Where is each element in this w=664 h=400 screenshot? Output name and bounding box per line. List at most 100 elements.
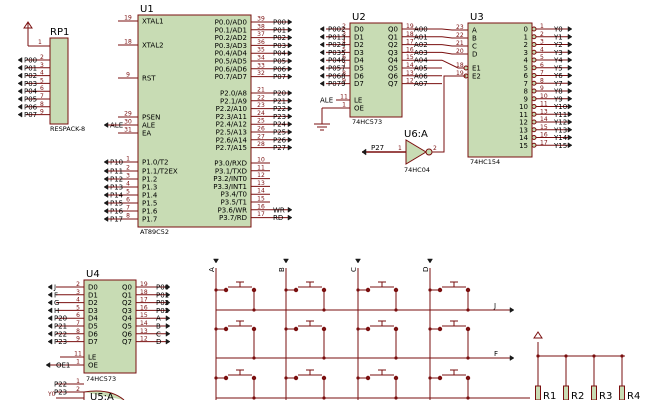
u1-right-net-label: P04 <box>273 50 287 58</box>
u1-right-pin-number: 13 <box>257 180 265 187</box>
u6a-title: U6:A <box>404 129 428 140</box>
u1-right-pin-name: P3.6/WR <box>218 206 248 214</box>
u1-left-pin-name: EA <box>142 130 151 138</box>
u3-output-bubble <box>531 26 537 32</box>
u1-right-pin-number: 33 <box>257 62 265 69</box>
u1-right-net-label: P01 <box>273 26 286 34</box>
u3-left-pin-number: 19 <box>456 70 464 77</box>
u1-right-pin-number: 39 <box>257 16 265 23</box>
rp1-net-label: P01 <box>24 64 37 72</box>
u2-left-net-label: P057 <box>328 65 346 73</box>
u1-right-pin-number: 11 <box>257 164 265 171</box>
u4-right-pin-number: 12 <box>140 336 148 343</box>
junction-dot <box>592 354 596 358</box>
u2-left-terminal-icon <box>319 41 325 48</box>
u2-left-pin-name: D2 <box>354 41 364 49</box>
u3-output-bubble <box>531 96 537 102</box>
u5a-title: U5:A <box>90 392 114 400</box>
u3-left-pin-number: 22 <box>456 32 464 39</box>
u3-right-net-label: Y0 <box>553 26 563 34</box>
u4-subtitle: 74HC573 <box>86 375 116 383</box>
keypad-column-terminal-icon <box>283 258 289 264</box>
u3-right-pin-number: 4 <box>540 46 544 53</box>
resistor-label: R3 <box>599 391 612 400</box>
u1-right-pin-name: P3.1/TXD <box>215 167 247 175</box>
key-contact-left <box>365 375 371 381</box>
u2-left-pin-name: D7 <box>354 80 364 88</box>
u3-left-pin-number: 18 <box>456 62 464 69</box>
key-contact-left <box>293 375 299 381</box>
u4-left-net-label: F <box>54 291 58 299</box>
resistor-label: R1 <box>543 391 556 400</box>
keypad-row-label: J <box>493 302 496 310</box>
u2-left-terminal-icon <box>319 57 325 64</box>
u1-left-terminal-icon <box>103 192 109 198</box>
u1-right-net-label: P23 <box>273 113 286 121</box>
u4-left-pin-number: 2 <box>76 281 80 288</box>
u3-subtitle: 74HC154 <box>470 158 500 166</box>
u1-left-pin-name: P1.4 <box>142 192 158 200</box>
u1-left-pin-name: P1.0/T2 <box>142 159 168 167</box>
inverter-body <box>405 139 427 165</box>
u2-right-pin-name: Q0 <box>388 26 398 34</box>
u2-le-pin: 11 <box>340 94 348 101</box>
u1-right-net-label: P03 <box>273 42 286 50</box>
junction-dot <box>394 356 398 360</box>
key-contact-left <box>223 326 229 332</box>
u4-right-net-label: P01 <box>156 291 169 299</box>
u1-right-pin-name: P0.0/AD0 <box>215 19 247 27</box>
keypad-column-terminal-icon <box>427 258 433 264</box>
u1-left-pin-name: P1.5 <box>142 200 157 208</box>
u6a-inverter[interactable]: U6:A 74HC04 1 2 P27 <box>361 75 466 174</box>
u1-left-pin-number: 9 <box>126 72 130 79</box>
u1-left-pin-number: 7 <box>126 205 130 212</box>
junction-dot <box>322 356 326 360</box>
u1-right-pin-name: P0.3/AD3 <box>215 42 247 50</box>
u3-right-terminal-icon <box>567 88 573 94</box>
u2-right-pin-number: 17 <box>406 39 414 46</box>
u5a-gate[interactable]: U5:A Y0 <box>47 390 125 400</box>
u3-right-net-label: Y9 <box>553 95 563 103</box>
u3-right-pin-number: 5 <box>540 54 544 61</box>
u1-right-net-label: P26 <box>273 136 287 144</box>
u1-right-pin-number: 26 <box>257 126 265 133</box>
u3-right-net-label: Y8 <box>553 88 563 96</box>
rp1-net-terminal-icon <box>17 103 23 110</box>
u4-left-pin-name: D0 <box>88 284 98 292</box>
rp1[interactable]: RP1 RESPACK-8 1 2P003P014P025P036P047P05… <box>17 21 85 133</box>
u3-right-pin-number: 17 <box>540 139 548 146</box>
key-contact-left <box>437 287 443 293</box>
u3-right-pin-index: 10 <box>519 103 528 111</box>
u1-right-pin-name: P2.5/A13 <box>216 129 247 137</box>
key-plunger <box>228 369 252 376</box>
u4-right-pin-number: 17 <box>140 297 148 304</box>
u2-right-net-label: A00 <box>414 26 428 34</box>
u3-right-pin-index: 15 <box>519 142 528 150</box>
u1-right-pin-number: 28 <box>257 141 265 148</box>
u1-right-net-label: WR <box>273 206 285 214</box>
u2-left-pin-number: 4 <box>342 39 346 46</box>
u3-right-terminal-icon <box>567 49 573 56</box>
u2-right-pin-name: Q6 <box>388 72 399 80</box>
u2-left-pin-name: D1 <box>354 33 364 41</box>
u4-right-pin-number: 19 <box>140 281 148 288</box>
u4-left-pin-number: 5 <box>76 304 80 311</box>
u4-left-terminal-icon <box>47 315 53 322</box>
u3-left-pin-name: C <box>472 43 477 51</box>
u2-left-net-label: P068 <box>328 72 346 80</box>
u1-left-pin-name: PSEN <box>142 114 160 122</box>
u1-right-pin-name: P0.7/AD7 <box>215 73 247 81</box>
u2-left-pin-number: 2 <box>342 23 346 30</box>
key-plunger <box>298 281 322 288</box>
u4-right-pin-name: Q6 <box>122 330 133 338</box>
u1-right-pin-number: 36 <box>257 39 265 46</box>
u2-right-pin-number: 16 <box>406 46 414 53</box>
key-plunger <box>442 369 466 376</box>
u1-right-terminal-icon <box>287 129 293 135</box>
